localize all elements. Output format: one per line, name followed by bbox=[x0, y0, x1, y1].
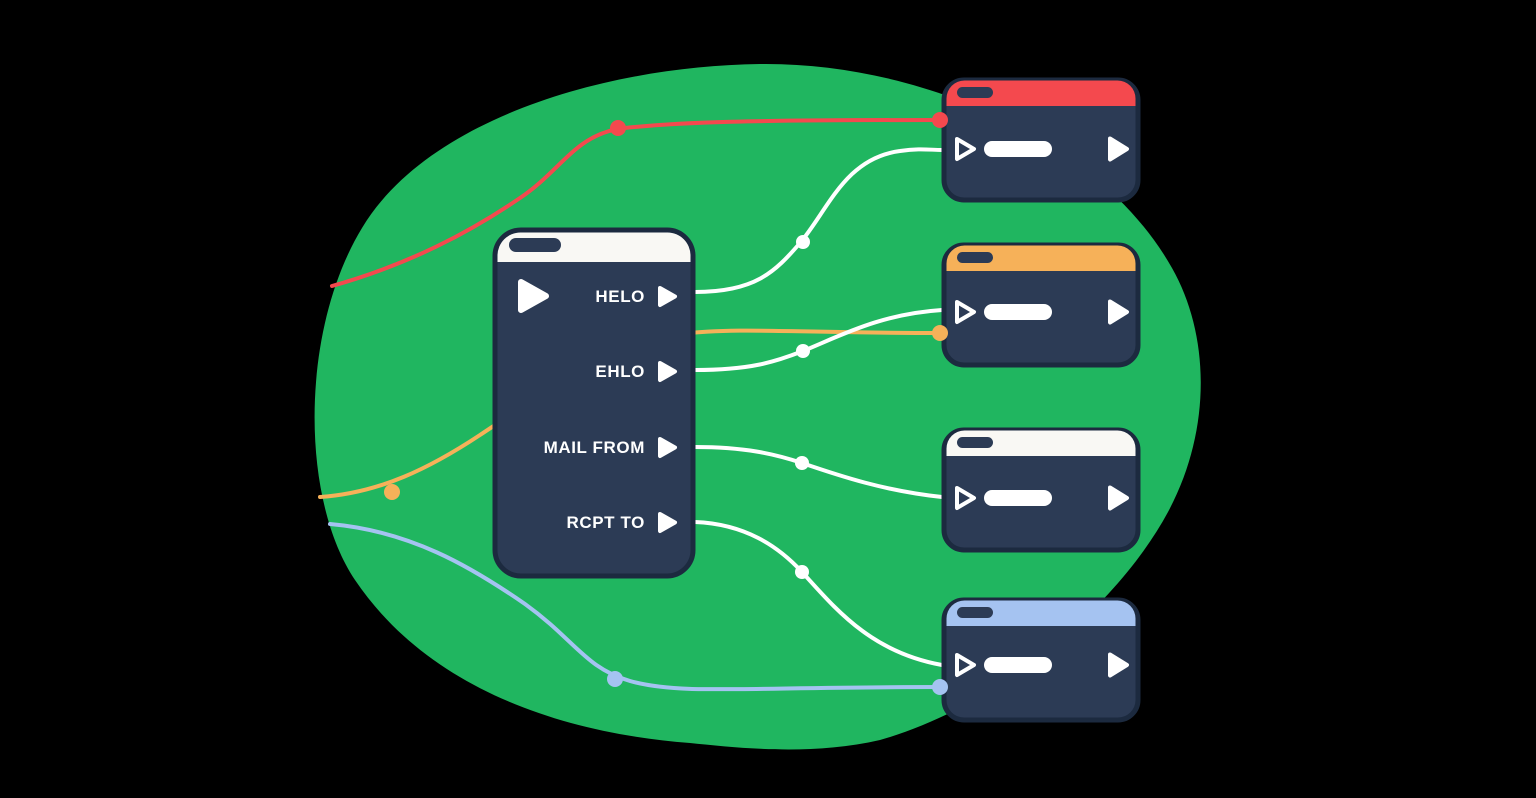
amber-wire-card-node bbox=[932, 325, 948, 341]
panel-play-button[interactable] bbox=[518, 279, 549, 313]
card-titlebar bbox=[946, 430, 1136, 456]
card-progress-bar bbox=[984, 657, 1052, 673]
card-progress-bar bbox=[984, 490, 1052, 506]
blue-wire-mid-node bbox=[607, 671, 623, 687]
card-titlebar-handle bbox=[957, 252, 993, 263]
command-label-rcptto: RCPT TO bbox=[566, 513, 645, 532]
red-wire-mid-node bbox=[610, 120, 626, 136]
card-titlebar-handle bbox=[957, 437, 993, 448]
amber-wire-mid-node bbox=[384, 484, 400, 500]
panel-body bbox=[492, 227, 696, 579]
card-titlebar-handle bbox=[957, 607, 993, 618]
card-play-button[interactable] bbox=[955, 486, 976, 510]
helo-wire-node bbox=[796, 235, 810, 249]
command-label-ehlo: EHLO bbox=[595, 362, 645, 381]
ehlo-port-icon[interactable] bbox=[658, 361, 677, 382]
card-titlebar bbox=[946, 600, 1136, 626]
blue-wire-card-node bbox=[932, 679, 948, 695]
card-progress-bar bbox=[984, 141, 1052, 157]
card-forward-icon[interactable] bbox=[1108, 299, 1129, 325]
wire-blue bbox=[328, 522, 942, 692]
helo-port-icon[interactable] bbox=[658, 286, 677, 307]
red-wire-card-node bbox=[932, 112, 948, 128]
rcptto-port-icon[interactable] bbox=[658, 512, 677, 533]
card-titlebar-handle bbox=[957, 87, 993, 98]
card-forward-icon[interactable] bbox=[1108, 652, 1129, 678]
ehlo-wire-node bbox=[796, 344, 810, 358]
card-play-button[interactable] bbox=[955, 137, 976, 161]
command-label-helo: HELO bbox=[595, 287, 645, 306]
smtp-command-panel: HELO EHLO MAIL FROM RCPT TO bbox=[492, 227, 696, 579]
mailfrom-port-icon[interactable] bbox=[658, 437, 677, 458]
card-titlebar bbox=[946, 80, 1136, 106]
server-window-blue bbox=[941, 597, 1141, 723]
card-progress-bar bbox=[984, 304, 1052, 320]
card-body bbox=[941, 77, 1141, 203]
card-play-button[interactable] bbox=[955, 300, 976, 324]
card-play-button[interactable] bbox=[955, 653, 976, 677]
server-window-red bbox=[941, 77, 1141, 203]
card-titlebar bbox=[946, 245, 1136, 271]
mailfrom-wire-node bbox=[795, 456, 809, 470]
rcptto-wire-node bbox=[795, 565, 809, 579]
server-window-amber bbox=[941, 242, 1141, 368]
panel-titlebar-handle bbox=[509, 238, 561, 252]
card-forward-icon[interactable] bbox=[1108, 136, 1129, 162]
server-window-white bbox=[941, 427, 1141, 553]
wire-red bbox=[330, 118, 942, 288]
command-label-mailfrom: MAIL FROM bbox=[544, 438, 645, 457]
wire-helo-to-red-card bbox=[693, 147, 944, 294]
card-forward-icon[interactable] bbox=[1108, 485, 1129, 511]
